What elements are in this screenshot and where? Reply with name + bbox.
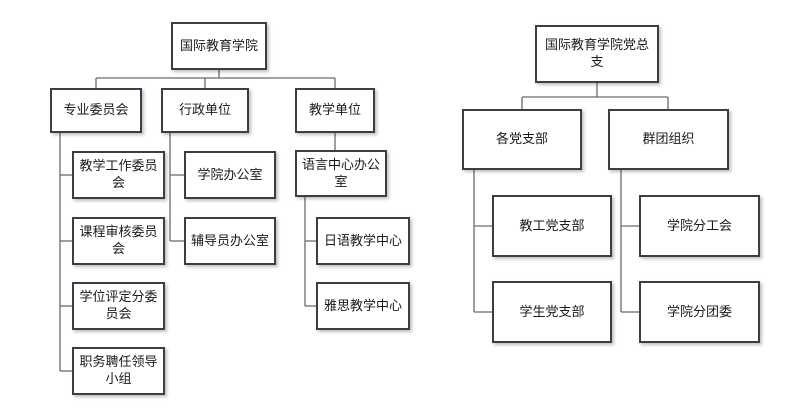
node-label: 学院分工会 — [666, 218, 732, 234]
node-label: 行政单位 — [178, 103, 231, 118]
node-root-left: 国际教育学院 — [171, 22, 267, 70]
node-student-party-branch: 学生党支部 — [492, 281, 612, 343]
node-college-office: 学院办公室 — [184, 151, 276, 199]
node-teaching-work-committee: 教学工作委员会 — [72, 151, 165, 199]
node-label: 教学工作委员会 — [79, 159, 158, 191]
node-party-branches: 各党支部 — [462, 109, 582, 170]
node-faculty-party-branch: 教工党支部 — [492, 195, 612, 257]
node-language-center-office: 语言中心办公室 — [295, 150, 387, 197]
node-label: 职务聘任领导小组 — [79, 355, 158, 387]
node-label: 各党支部 — [495, 132, 548, 147]
node-label: 教学单位 — [308, 103, 361, 118]
node-label: 日语教学中心 — [323, 233, 402, 249]
node-ielts-teaching-center: 雅思教学中心 — [316, 282, 410, 330]
node-appointment-leading-group: 职务聘任领导小组 — [72, 347, 165, 395]
node-label: 语言中心办公室 — [301, 157, 380, 190]
node-root-right: 国际教育学院党总支 — [535, 25, 659, 83]
node-label: 国际教育学院 — [179, 38, 258, 54]
node-label: 学位评定分委员会 — [79, 290, 158, 322]
node-curriculum-review-committee: 课程审核委员会 — [72, 217, 165, 265]
node-label: 辅导员办公室 — [190, 233, 269, 249]
node-label: 专业委员会 — [63, 103, 129, 118]
node-counselor-office: 辅导员办公室 — [184, 217, 276, 265]
node-label: 群团组织 — [642, 132, 695, 147]
node-label: 课程审核委员会 — [79, 225, 158, 257]
node-professional-committee: 专业委员会 — [50, 88, 142, 133]
node-mass-organizations: 群团组织 — [608, 109, 729, 170]
node-label: 国际教育学院党总支 — [545, 38, 650, 70]
node-label: 学院分团委 — [666, 304, 732, 320]
node-administrative-units: 行政单位 — [161, 88, 249, 133]
node-japanese-teaching-center: 日语教学中心 — [316, 217, 410, 265]
node-teaching-units: 教学单位 — [295, 88, 375, 133]
node-degree-evaluation-subcommittee: 学位评定分委员会 — [72, 282, 165, 330]
node-label: 教工党支部 — [519, 218, 585, 234]
node-college-youth-league: 学院分团委 — [639, 281, 760, 343]
node-college-labor-union: 学院分工会 — [639, 195, 760, 257]
node-label: 学生党支部 — [519, 304, 585, 320]
node-label: 学院办公室 — [197, 167, 263, 183]
node-label: 雅思教学中心 — [323, 298, 402, 314]
